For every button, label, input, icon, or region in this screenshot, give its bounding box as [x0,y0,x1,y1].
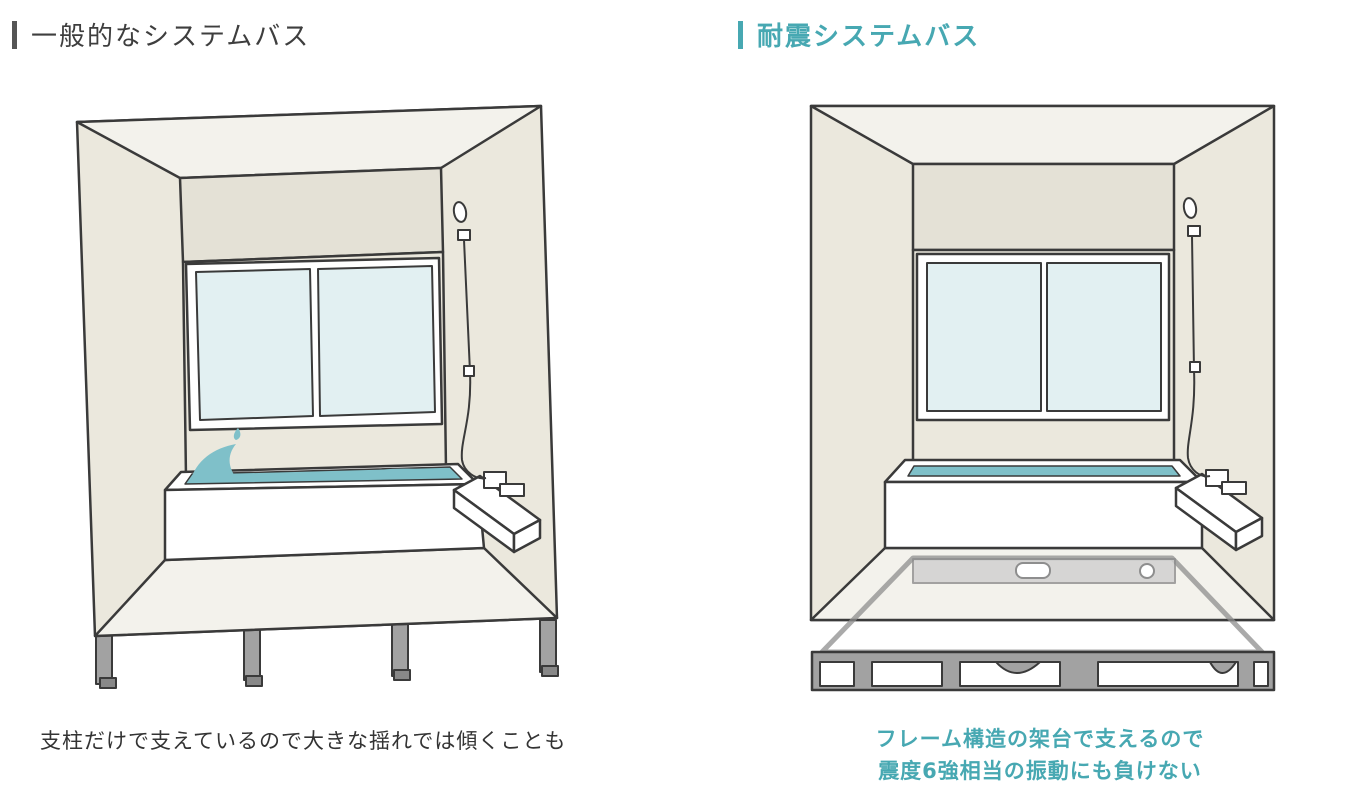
window-pane-left [926,262,1042,412]
right-caption-line-2: 震度6強相当の振動にも負けない [878,759,1202,783]
window-pane-right [1046,262,1162,412]
shower-head-icon [452,201,468,223]
bathtub-front [163,482,486,562]
left-heading: 一般的なシステムバス [12,16,310,53]
floor [93,546,559,638]
bathtub-water [907,465,1181,477]
shower-hose [1186,235,1211,478]
left-heading-text: 一般的なシステムバス [31,22,311,52]
seismic-bath-illustration [809,104,1276,692]
bathtub-front [883,480,1204,550]
right-heading-text: 耐震システムバス [757,22,981,52]
water-drop [233,428,241,440]
shower-head-icon [1182,197,1198,219]
ordinary-bath-illustration [75,104,559,689]
right-heading: 耐震システムバス [738,16,980,53]
window-pane-left [195,268,314,421]
back-wall-upper [911,162,1176,252]
right-caption: フレーム構造の架台で支えるので 震度6強相当の振動にも負けない [770,723,1310,787]
left-caption: 支柱だけで支えているので大きな揺れでは傾くことも [40,729,567,753]
window-pane-right [317,265,436,417]
right-caption-line-1: フレーム構造の架台で支えるので [875,727,1205,751]
heading-marker [738,20,743,49]
shower-hose [460,239,487,480]
water-splash [190,444,240,482]
frame-base [810,555,1276,692]
heading-marker [12,20,17,49]
back-wall-upper [178,166,445,264]
side-shelf-end [512,518,542,554]
side-shelf-end [1234,516,1264,552]
water-wave [340,468,450,478]
